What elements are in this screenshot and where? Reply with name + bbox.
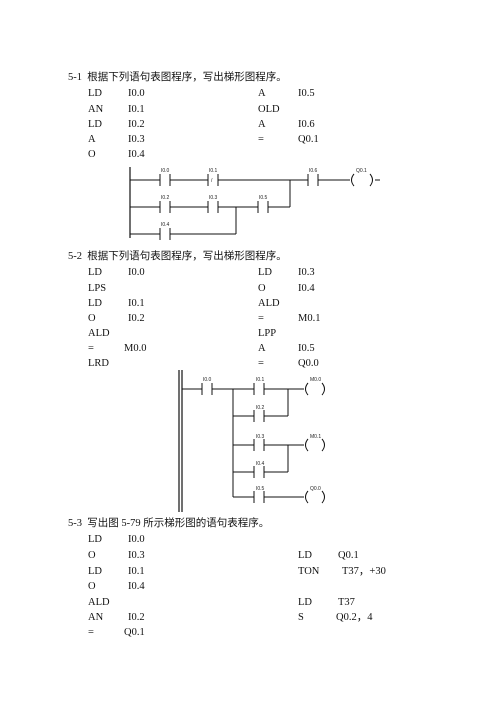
stmt-op: LD — [88, 88, 102, 99]
stmt-op: O — [258, 283, 266, 294]
stmt-operand: Q0.1 — [124, 627, 145, 638]
contact-label: I0.0 — [161, 168, 170, 174]
stmt-operand: T37 — [338, 597, 355, 608]
coil-m01 — [305, 438, 309, 452]
coil-label: M0.0 — [310, 377, 321, 383]
stmt-op: LRD — [88, 358, 109, 369]
stmt-op: LD — [88, 298, 102, 309]
contact-label: I0.0 — [203, 377, 212, 383]
stmt-operand: T37，+30 — [342, 566, 386, 577]
contact-label: I0.4 — [161, 222, 170, 228]
stmt-operand: I0.5 — [298, 343, 315, 354]
section-5-1-heading: 5-1 根据下列语句表图程序，写出梯形图程序。 — [68, 72, 287, 83]
stmt-op: O — [88, 550, 96, 561]
coil-q01 — [351, 173, 355, 187]
stmt-op: A — [258, 343, 266, 354]
stmt-op: LPS — [88, 283, 107, 294]
coil-m00 — [305, 382, 309, 396]
stmt-op: LD — [298, 597, 312, 608]
stmt-operand: M0.0 — [124, 343, 147, 354]
stmt-op: = — [258, 313, 264, 324]
section-5-3-heading: 5-3 写出图 5-79 所示梯形图的语句表程序。 — [68, 518, 270, 529]
stmt-operand: Q0.2，4 — [336, 612, 373, 623]
contact-label: I0.3 — [256, 434, 265, 440]
contact-label: I0.5 — [256, 486, 265, 492]
stmt-op: ALD — [88, 328, 110, 339]
stmt-op: TON — [298, 566, 320, 577]
stmt-op: LD — [88, 566, 102, 577]
contact-label: I0.6 — [309, 168, 318, 174]
stmt-operand: Q0.0 — [298, 358, 319, 369]
stmt-operand: I0.4 — [128, 149, 145, 160]
stmt-op: = — [88, 627, 94, 638]
stmt-operand: M0.1 — [298, 313, 321, 324]
coil-q00 — [305, 490, 309, 504]
stmt-operand: I0.6 — [298, 119, 315, 130]
section-5-2-heading: 5-2 根据下列语句表图程序，写出梯形图程序。 — [68, 251, 287, 262]
stmt-operand: I0.2 — [128, 313, 145, 324]
contact-label: I0.2 — [161, 195, 170, 201]
stmt-op: O — [88, 149, 96, 160]
stmt-op: O — [88, 313, 96, 324]
stmt-op: AN — [88, 104, 104, 115]
stmt-operand: I0.1 — [128, 104, 145, 115]
stmt-operand: I0.1 — [128, 566, 145, 577]
contact-label: I0.2 — [256, 405, 265, 411]
stmt-op: LD — [258, 267, 272, 278]
stmt-op: = — [258, 358, 264, 369]
stmt-operand: Q0.1 — [338, 550, 359, 561]
stmt-operand: I0.3 — [128, 550, 145, 561]
stmt-operand: I0.1 — [128, 298, 145, 309]
stmt-operand: I0.0 — [128, 267, 145, 278]
stmt-op: LD — [88, 534, 102, 545]
stmt-op: = — [258, 134, 264, 145]
stmt-operand: I0.0 — [128, 534, 145, 545]
stmt-op: OLD — [258, 104, 280, 115]
stmt-op: = — [88, 343, 94, 354]
stmt-op: A — [258, 119, 266, 130]
contact-label: I0.5 — [259, 195, 268, 201]
not-mark: / — [211, 178, 213, 184]
stmt-op: LPP — [258, 328, 277, 339]
stmt-op: ALD — [88, 597, 110, 608]
stmt-operand: I0.0 — [128, 88, 145, 99]
stmt-op: LD — [298, 550, 312, 561]
contact-label: I0.3 — [209, 195, 218, 201]
stmt-operand: I0.3 — [298, 267, 315, 278]
stmt-op: LD — [88, 267, 102, 278]
coil-label: Q0.0 — [310, 486, 321, 492]
stmt-operand: I0.4 — [128, 581, 145, 592]
stmt-operand: Q0.1 — [298, 134, 319, 145]
coil-label: M0.1 — [310, 434, 321, 440]
contact-label: I0.1 — [256, 377, 265, 383]
coil-label: Q0.1 — [356, 168, 367, 174]
contact-label: I0.4 — [256, 461, 265, 467]
stmt-operand: I0.2 — [128, 612, 145, 623]
stmt-op: LD — [88, 119, 102, 130]
stmt-operand: I0.2 — [128, 119, 145, 130]
stmt-op: O — [88, 581, 96, 592]
contact-label: I0.1 — [209, 168, 218, 174]
stmt-operand: I0.3 — [128, 134, 145, 145]
stmt-op: A — [258, 88, 266, 99]
stmt-operand: I0.4 — [298, 283, 315, 294]
stmt-op: ALD — [258, 298, 280, 309]
stmt-operand: I0.5 — [298, 88, 315, 99]
stmt-op: AN — [88, 612, 104, 623]
stmt-op: S — [298, 612, 304, 623]
stmt-op: A — [88, 134, 96, 145]
